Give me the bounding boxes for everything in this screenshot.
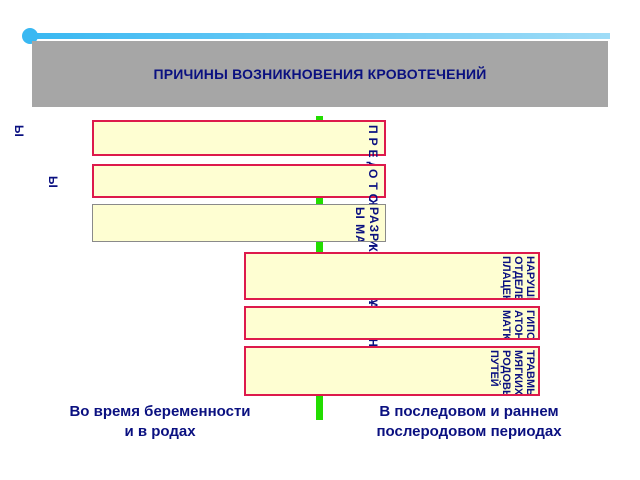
cause-placental-abruption: ОТСЛОЙКА ПЛАЦЕНТ Ы xyxy=(46,164,386,362)
page-title: ПРИЧИНЫ ВОЗНИКНОВЕНИЯ КРОВОТЕЧЕНИЙ xyxy=(153,66,487,82)
title-banner: ПРИЧИНЫ ВОЗНИКНОВЕНИЯ КРОВОТЕЧЕНИЙ xyxy=(32,41,608,107)
cause-placenta-previa: ПРЕДЛЕЖАНИЕ ПЛАЦЕНТ Ы xyxy=(12,120,386,357)
caption-pregnancy: Во время беременности и в родах xyxy=(69,403,251,440)
cause-placenta-separation-disorder: НАРУШЕНИЕ ОТДЕЛЕНИЯ ПЛАЦЕНТЫ xyxy=(244,252,540,300)
cause-uterine-rupture: РАЗРЫВ Ы МАТКИ xyxy=(92,204,386,242)
axis-segment xyxy=(316,192,323,204)
cause-label: РАЗРЫВ Ы МАТКИ xyxy=(353,207,381,242)
cause-label: ТРАВМЫ МЯГКИХ РОДОВЫХ ПУТЕЙ xyxy=(488,350,536,396)
cause-label: ПРЕДЛЕЖАНИЕ ПЛАЦЕНТ xyxy=(366,125,380,357)
cause-label: ОТСЛОЙКА ПЛАЦЕНТ xyxy=(366,169,380,362)
cause-label-overflow: Ы xyxy=(46,176,60,188)
cause-label-overflow: Ы xyxy=(12,125,26,137)
cause-label: НАРУШЕНИЕ ОТДЕЛЕНИЯ ПЛАЦЕНТЫ xyxy=(500,256,536,300)
top-rule xyxy=(30,33,610,39)
axis-segment xyxy=(316,396,323,420)
cause-label: ГИПО- АТОНИЯ МАТКИ xyxy=(500,310,536,340)
caption-postpartum: В последовом и раннем послеродовом перио… xyxy=(376,403,562,440)
axis-segment xyxy=(316,240,323,254)
top-rule-dot xyxy=(22,28,38,44)
cause-uterine-hypoatony: ГИПО- АТОНИЯ МАТКИ xyxy=(244,306,540,340)
cause-birth-canal-trauma: ТРАВМЫ МЯГКИХ РОДОВЫХ ПУТЕЙ xyxy=(244,346,540,396)
